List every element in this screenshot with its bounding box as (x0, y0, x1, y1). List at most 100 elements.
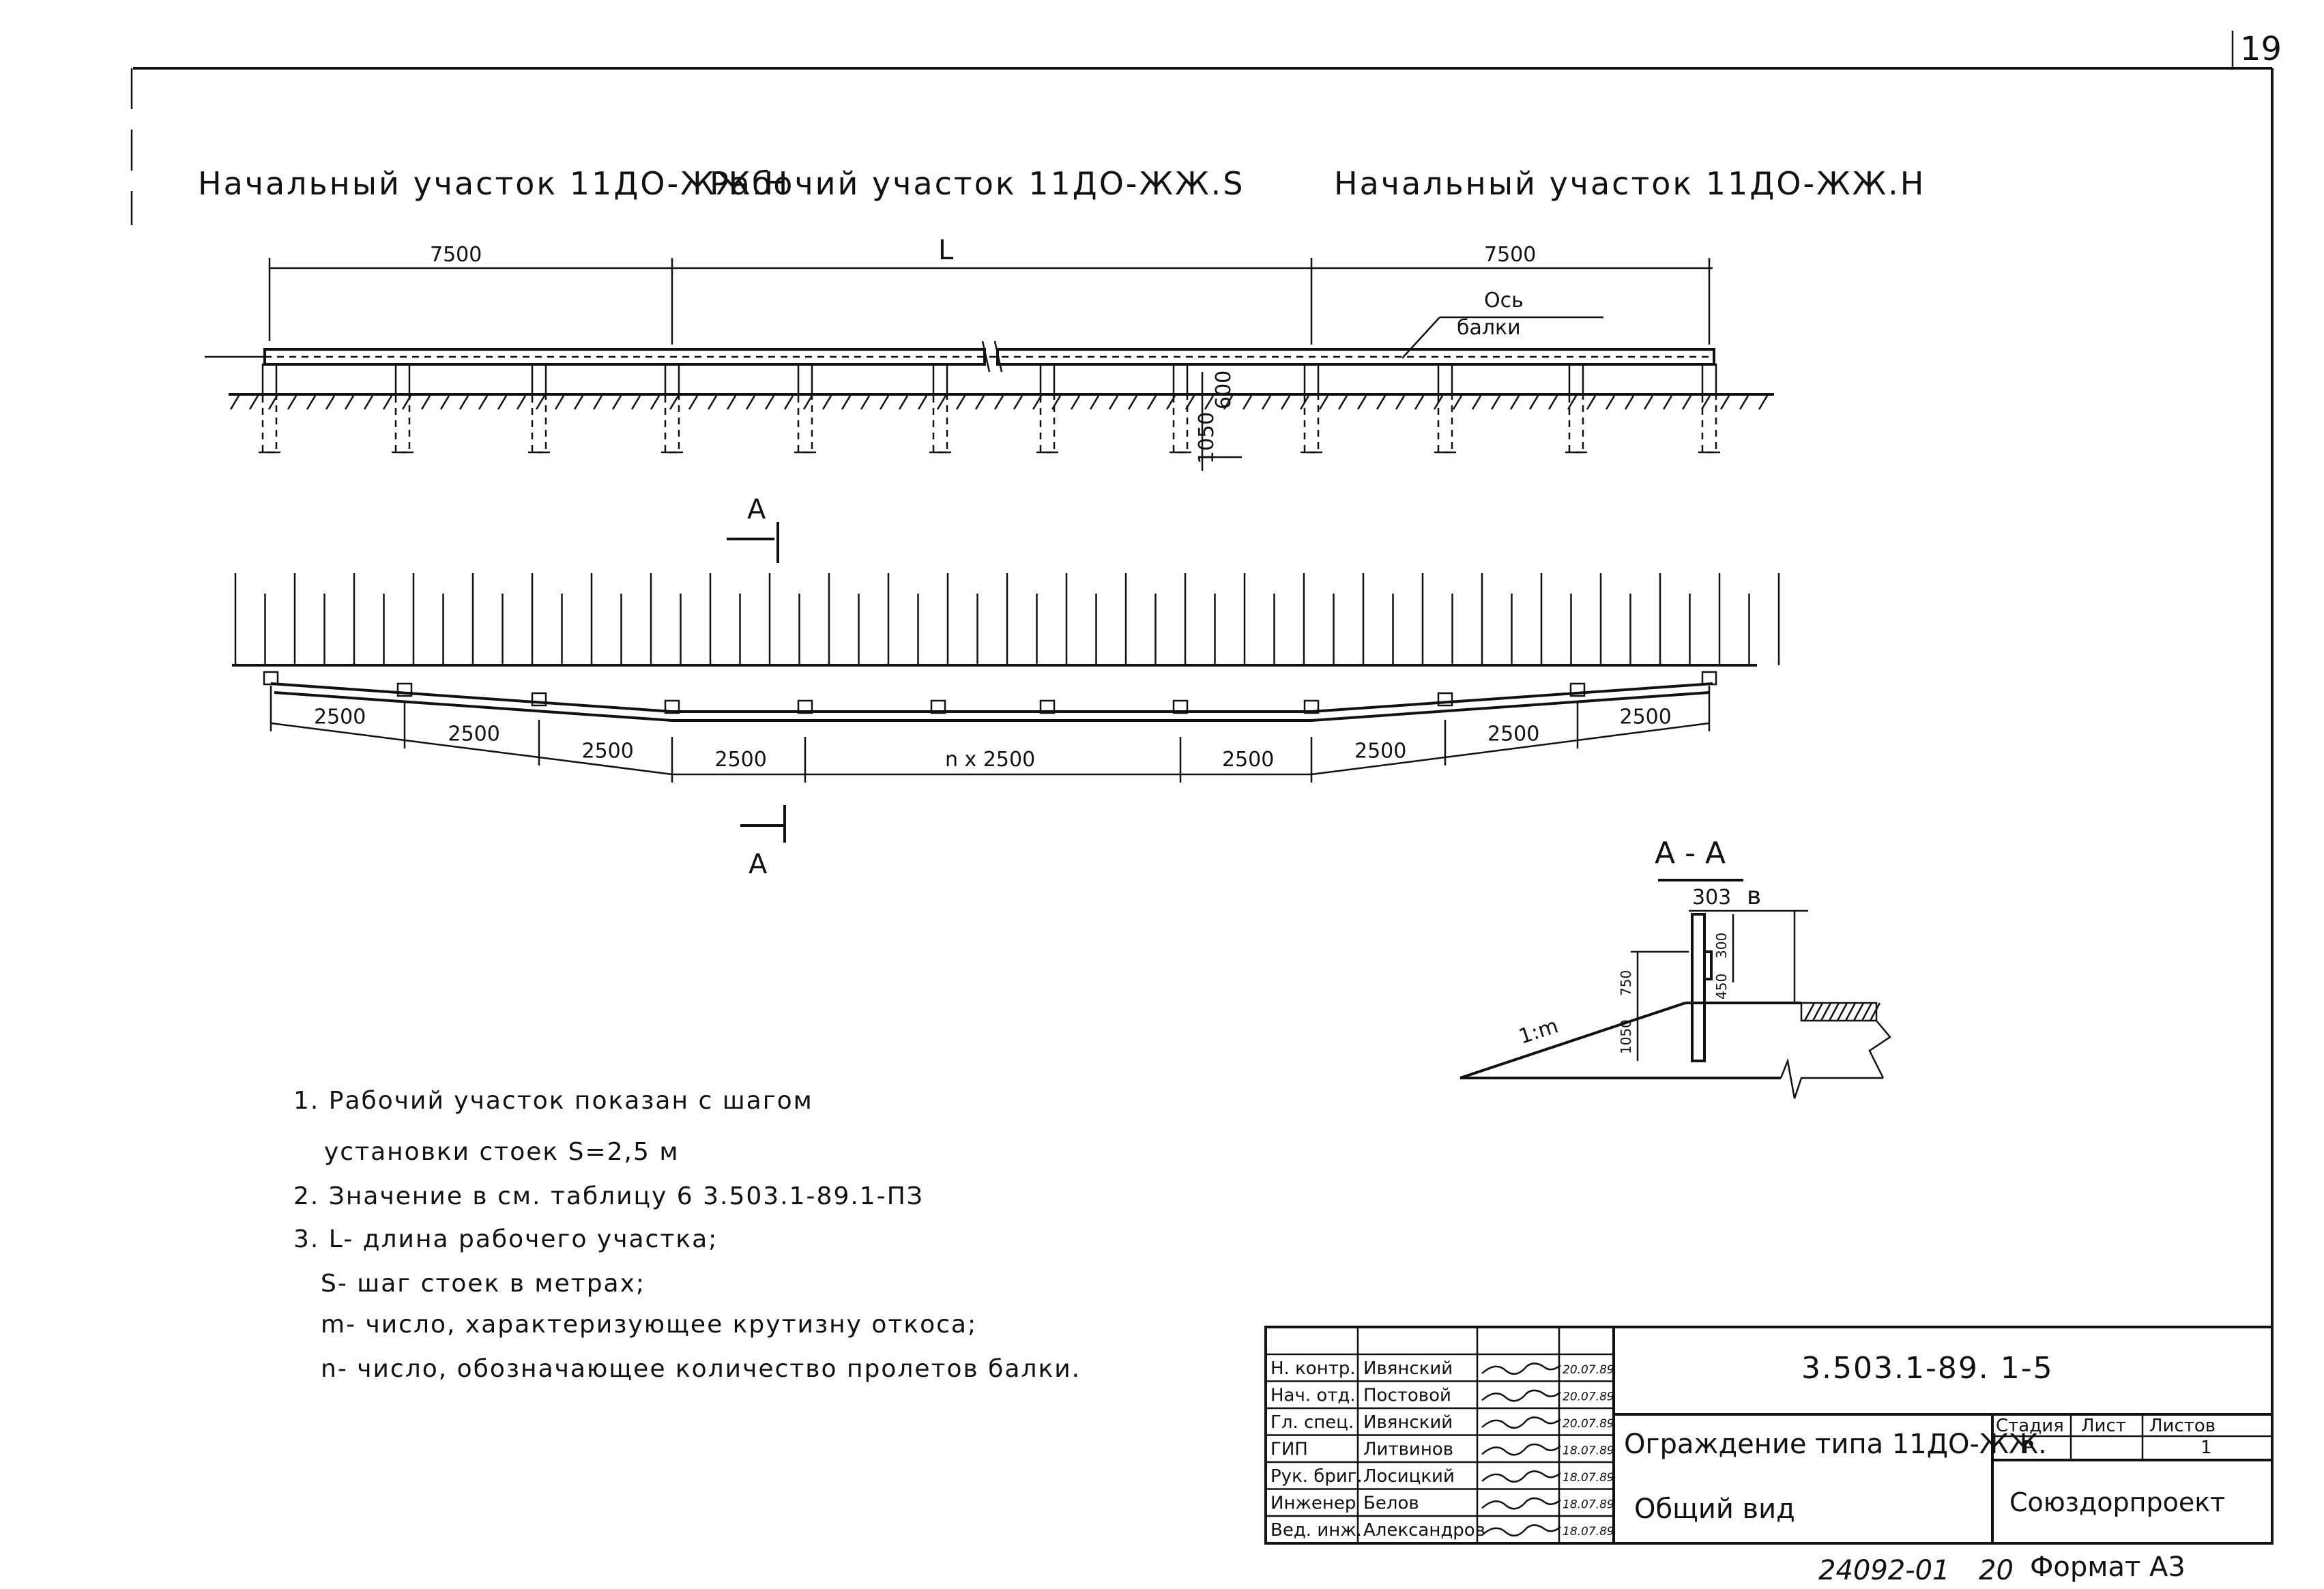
note-3-m: m- число, характеризующее крутизну откос… (321, 1311, 977, 1339)
hatch-mark (707, 395, 718, 410)
post-height-600: 600 (1212, 370, 1236, 409)
hatch-mark (955, 395, 966, 410)
hatch-mark (1146, 395, 1157, 410)
hatch-mark (592, 395, 603, 410)
elevation-post (1170, 363, 1191, 454)
hatch-mark (1376, 395, 1386, 410)
elevation-post (1036, 363, 1058, 454)
hatch-mark (879, 395, 890, 410)
hatch-mark (1700, 395, 1711, 410)
hatch-mark (1108, 395, 1119, 410)
post-marker (664, 699, 680, 714)
hatch-mark (1471, 395, 1482, 410)
post-marker (797, 699, 813, 714)
elevation-post (1565, 363, 1587, 454)
hatch-mark (573, 395, 584, 410)
span-label: 2500 (314, 705, 366, 729)
span-label: 2500 (448, 723, 500, 746)
post-marker (1039, 699, 1056, 714)
hatch-mark (1280, 395, 1291, 410)
span-label: 2500 (715, 748, 767, 772)
hatch-mark (1605, 395, 1616, 410)
section-mark-bottom: А (749, 849, 768, 880)
post-marker (1437, 692, 1453, 707)
pavement-hatch-mark (1861, 1002, 1873, 1021)
hatch-mark (650, 395, 660, 410)
span-label: 2500 (1222, 748, 1274, 772)
signature-mark (1481, 1470, 1561, 1483)
post-marker (1569, 682, 1586, 697)
plan-post-markers (263, 671, 1717, 714)
dim-450: 450 (1713, 974, 1730, 1000)
hatch-mark (1567, 395, 1578, 410)
note-2: 2. Значение в см. таблицу 6 3.503.1-89.1… (293, 1182, 924, 1210)
hatch-mark (1758, 395, 1769, 410)
heading-middle: Рабочий участок 11ДО-ЖЖ.S (710, 165, 1245, 202)
hatch-mark (1528, 395, 1539, 410)
hatch-mark (1356, 395, 1367, 410)
dim-7500-left: 7500 (430, 243, 482, 267)
hatch-mark (1242, 395, 1253, 410)
person-name: Ивянский (1363, 1412, 1453, 1433)
hatch-mark (841, 395, 852, 410)
hatch-mark (325, 395, 336, 410)
role-label: Рук. бриг. (1270, 1466, 1363, 1487)
hatch-mark (229, 395, 240, 410)
hatch-mark (1127, 395, 1138, 410)
heading-right: Начальный участок 11ДО-ЖЖ.Н (1334, 165, 1926, 202)
sign-date: 18.07.89 (1563, 1444, 1614, 1458)
post-marker (263, 671, 279, 686)
signature-mark (1481, 1524, 1561, 1537)
col-sheet: Лист (2081, 1416, 2126, 1436)
sign-date: 18.07.89 (1563, 1525, 1614, 1539)
hatch-mark (382, 395, 393, 410)
role-label: Вед. инж. (1270, 1520, 1362, 1541)
sign-date: 18.07.89 (1563, 1498, 1614, 1512)
span-dim-line (404, 739, 540, 759)
post-height-1050: 1050 (1195, 412, 1219, 464)
elevation-post (259, 363, 280, 454)
copy-number: 20 (1979, 1555, 2014, 1586)
person-name: Ивянский (1363, 1358, 1453, 1379)
dim-300: 300 (1713, 933, 1730, 959)
elevation-post (392, 363, 413, 454)
hatch-mark (1223, 395, 1234, 410)
section-a-a: А - А 303 в 300 450 750 1050 1:m (1459, 836, 1891, 1099)
hatch-mark (363, 395, 374, 410)
dim-L: L (938, 235, 954, 266)
ground-hatch (229, 395, 1769, 410)
hatch-mark (726, 395, 737, 410)
hatch-mark (1204, 395, 1215, 410)
sign-date: 18.07.89 (1563, 1471, 1614, 1485)
section-mark-top: А (747, 494, 766, 525)
hatch-mark (898, 395, 909, 410)
sign-date: 20.07.89 (1563, 1390, 1614, 1404)
hatch-mark (974, 395, 985, 410)
elevation-post (794, 363, 816, 454)
pavement-hatch-mark (1836, 1002, 1848, 1021)
hatch-mark (516, 395, 527, 410)
hatch-mark (1337, 395, 1348, 410)
post-marker (1303, 699, 1320, 714)
role-label: Гл. спец. (1270, 1412, 1354, 1433)
span-label: 2500 (1487, 723, 1539, 746)
person-name: Александров (1363, 1520, 1485, 1541)
note-3-n: n- число, обозначающее количество пролет… (321, 1355, 1081, 1383)
drawing-subtitle: Общий вид (1634, 1493, 1795, 1525)
slope-label: 1:m (1516, 1014, 1561, 1049)
note-3-s: S- шаг стоек в метрах; (321, 1270, 645, 1298)
post-marker (1701, 671, 1717, 686)
hatch-mark (287, 395, 297, 410)
elevation-post (528, 363, 550, 454)
post-marker (930, 699, 946, 714)
pavement-hatch-mark (1812, 1002, 1824, 1021)
hatch-mark (1414, 395, 1425, 410)
hatch-mark (917, 395, 928, 410)
hatch-mark (535, 395, 546, 410)
pavement-hatch-mark (1820, 1002, 1832, 1021)
hatch-mark (745, 395, 756, 410)
hatch-mark (669, 395, 680, 410)
signature-mark (1481, 1497, 1561, 1510)
